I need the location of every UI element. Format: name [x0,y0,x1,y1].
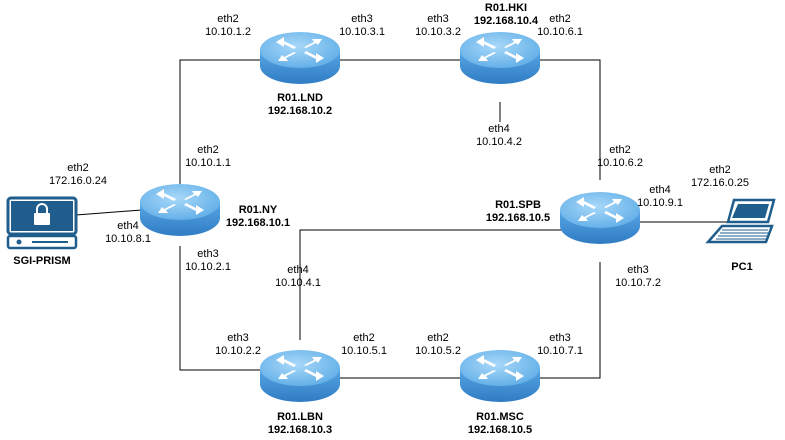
iface-spb-eth4: eth4 10.10.9.1 [637,184,683,209]
link-msc-spb [538,262,601,379]
iface-lnd-eth2: eth2 10.10.1.2 [205,13,251,38]
link-ny-lnd [179,59,262,190]
iface-lbn-eth2: eth2 10.10.5.1 [341,332,387,357]
iface-ip: 172.16.0.24 [48,175,108,187]
link-hki-spb [538,59,601,180]
link-ny-lbn [179,246,262,371]
router-name: R01.SPB [495,199,541,211]
iface-ny-eth2: eth2 10.10.1.1 [185,144,231,169]
iface-hki-eth4: eth4 10.10.4.2 [476,123,522,148]
router-label-msc: R01.MSC 192.168.10.5 [468,411,532,437]
iface-spb-eth3: eth3 10.10.7.2 [615,264,661,289]
iface-ip: 172.16.0.25 [690,177,750,189]
iface-ny-eth4: eth4 10.10.8.1 [105,220,151,245]
router-name: R01.HKI [484,2,528,14]
router-label-hki: R01.HKI 192.168.10.4 [474,2,538,28]
router-icon-lnd[interactable] [260,32,340,84]
router-name: R01.LBN [277,411,323,423]
link-lbn-spb [299,229,562,340]
iface-lbn-eth3: eth3 10.10.2.2 [215,332,261,357]
host-name-sgi: SGI-PRISM [13,255,71,267]
laptop-icon[interactable] [705,198,776,244]
router-label-spb: R01.SPB 192.168.10.5 [486,199,550,225]
router-ip: 192.168.10.2 [267,105,333,117]
router-icon-ny[interactable] [140,184,220,236]
iface-lnd-eth3: eth3 10.10.3.1 [339,13,385,38]
locked-server-icon[interactable] [6,196,78,250]
host-iface-pc1: eth2 172.16.0.25 [691,164,749,190]
iface-spb-eth2: eth2 10.10.6.2 [597,144,643,169]
router-name: R01.MSC [476,411,524,423]
iface-msc-eth2: eth2 10.10.5.2 [415,332,461,357]
router-ip: 192.168.10.5 [485,212,551,224]
iface-hki-eth2: eth2 10.10.6.1 [537,13,583,38]
iface-ny-eth3: eth3 10.10.2.1 [185,248,231,273]
router-label-ny: R01.NY 192.168.10.1 [226,204,290,230]
router-icon-hki[interactable] [460,32,540,84]
link-sgi-ny [75,209,143,216]
router-name: R01.LND [277,92,323,104]
host-iface-sgi: eth2 172.16.0.24 [49,162,107,188]
links [75,59,728,379]
router-ip: 192.168.10.1 [225,217,291,229]
iface-name: eth2 [709,164,731,176]
iface-lbn-eth4: eth4 10.10.4.1 [275,264,321,289]
router-ip: 192.168.10.4 [473,15,539,27]
router-icon-lbn[interactable] [260,350,340,402]
router-label-lnd: R01.LND 192.168.10.2 [268,92,332,118]
router-name: R01.NY [238,204,278,216]
router-label-lbn: R01.LBN 192.168.10.3 [268,411,332,437]
iface-hki-eth3: eth3 10.10.3.2 [415,13,461,38]
router-icon-msc[interactable] [460,350,540,402]
iface-msc-eth3: eth3 10.10.7.1 [537,332,583,357]
router-ip: 192.168.10.5 [467,424,533,436]
host-name-pc1: PC1 [731,261,753,273]
iface-name: eth2 [67,162,89,174]
router-ip: 192.168.10.3 [267,424,333,436]
router-icon-spb[interactable] [560,192,640,244]
